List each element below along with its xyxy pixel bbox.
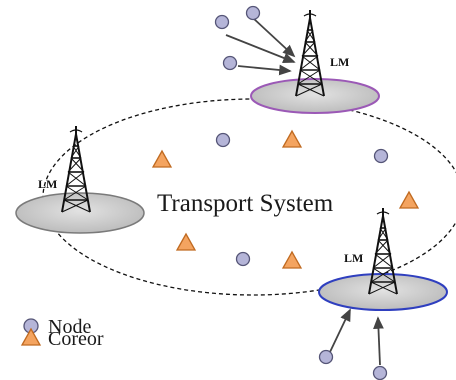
legend: Node Coreor: [20, 316, 104, 350]
node-marker: [245, 5, 261, 21]
legend-coreor-label: Coreor: [48, 328, 104, 350]
node-marker: [373, 148, 389, 164]
coreor-markers: [151, 129, 420, 269]
bottom-tower-coverage: [318, 273, 448, 311]
arrow-to-bottom-tower: [329, 308, 351, 353]
top-tower-label: LM: [330, 55, 349, 69]
node-markers: [214, 5, 389, 380]
node-marker: [318, 349, 334, 365]
left-tower-coverage: [15, 192, 145, 234]
coreor-marker: [398, 190, 420, 209]
coreor-marker: [175, 232, 197, 251]
arrow-to-bottom-tower: [373, 316, 384, 366]
bottom-tower-label: LM: [344, 251, 363, 265]
arrow-to-top-tower: [237, 64, 292, 76]
transport-system-label: Transport System: [157, 190, 334, 217]
legend-node-label: Node: [48, 316, 91, 338]
left-tower-label: LM: [38, 177, 57, 191]
coreor-marker: [281, 250, 303, 269]
coreor-marker: [151, 149, 173, 168]
node-marker: [372, 365, 388, 380]
node-marker: [215, 132, 231, 148]
node-marker: [222, 55, 238, 71]
node-marker: [214, 14, 230, 30]
arrow-to-top-tower: [225, 34, 296, 64]
arrow-to-top-tower: [252, 17, 296, 58]
legend-coreor-symbol: [20, 327, 42, 346]
coreor-marker: [281, 129, 303, 148]
node-marker: [235, 251, 251, 267]
